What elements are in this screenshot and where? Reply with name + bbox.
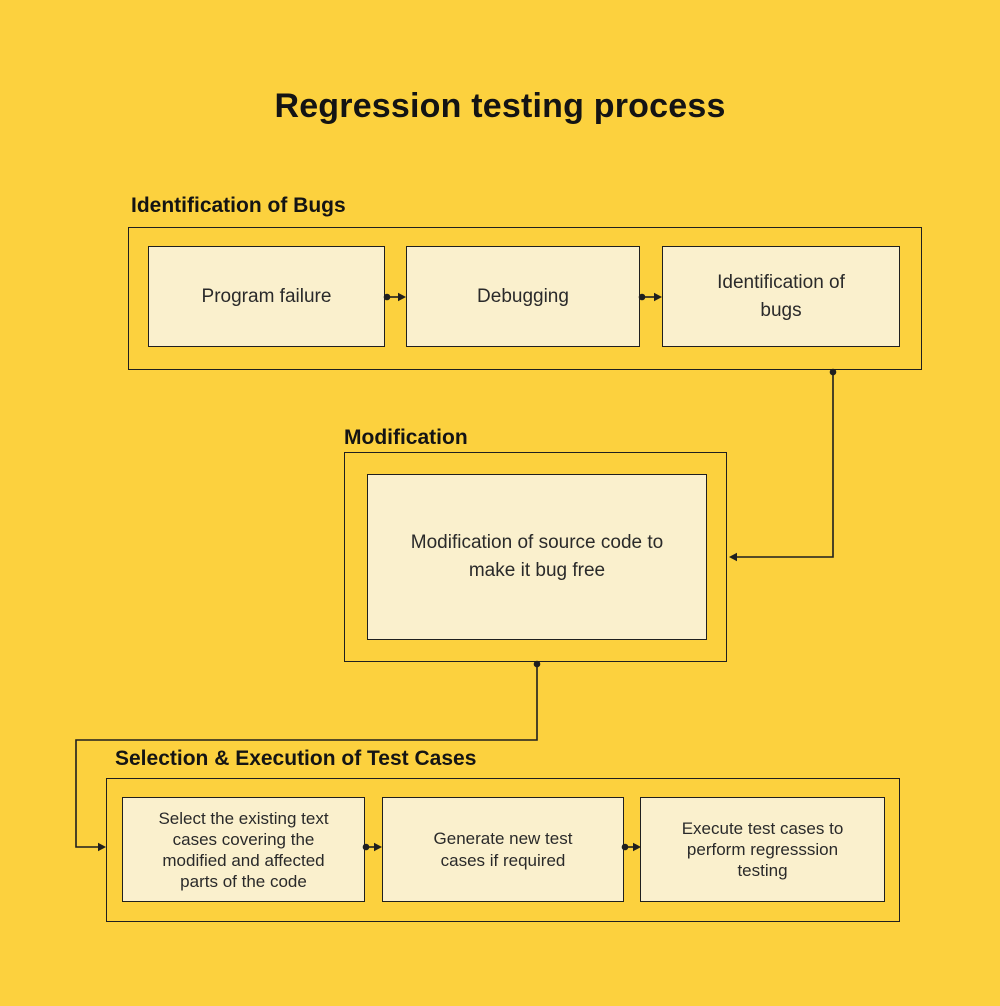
node-modification-of-source-code: Modification of source code to make it b… xyxy=(367,474,707,640)
section-heading-selection-execution: Selection & Execution of Test Cases xyxy=(115,747,477,770)
section-frame-selection-execution: Select the existing text cases covering … xyxy=(106,778,900,922)
node-select-existing-cases: Select the existing text cases covering … xyxy=(122,797,365,902)
node-debugging: Debugging xyxy=(406,246,640,347)
page-title: Regression testing process xyxy=(274,87,726,125)
section-heading-modification: Modification xyxy=(344,426,468,449)
section-frame-modification: Modification of source code to make it b… xyxy=(344,452,727,662)
section-heading-identification-of-bugs: Identification of Bugs xyxy=(131,194,346,217)
node-execute-test-cases: Execute test cases to perform regresssio… xyxy=(640,797,885,902)
node-program-failure: Program failure xyxy=(148,246,385,347)
connector-bugs-section-to-modification xyxy=(729,368,837,562)
section-frame-identification-of-bugs: Program failure Debugging Identification… xyxy=(128,227,922,370)
node-identification-of-bugs: Identification of bugs xyxy=(662,246,900,347)
node-generate-new-cases: Generate new test cases if required xyxy=(382,797,624,902)
